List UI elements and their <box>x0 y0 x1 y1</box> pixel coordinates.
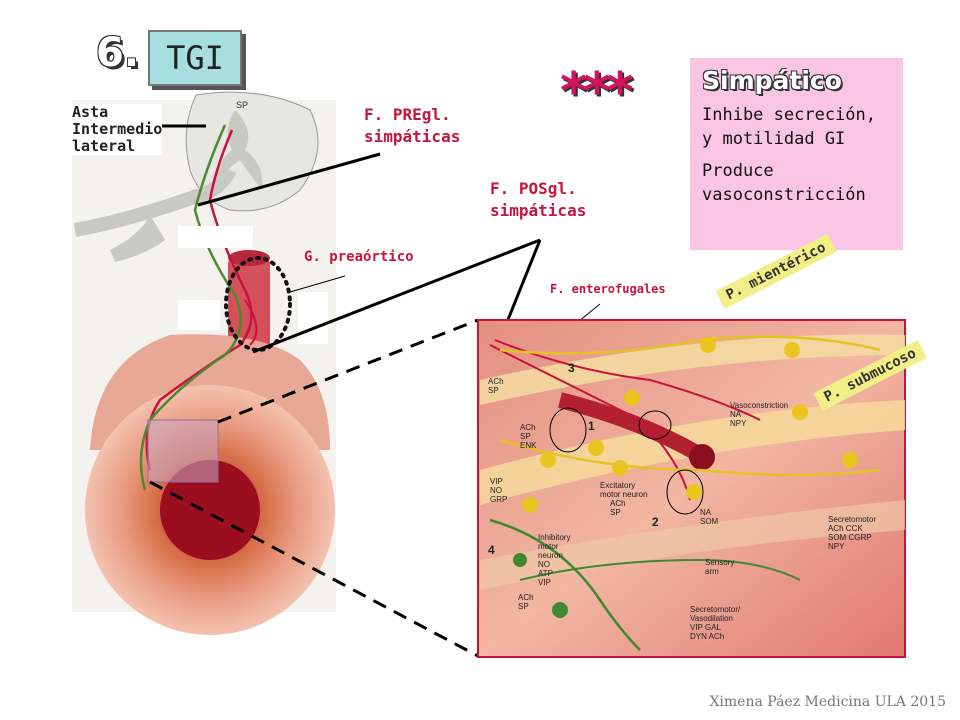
preganglionic-fiber <box>145 129 253 471</box>
sec-2: ACh CCK <box>828 524 863 533</box>
sec-1: Secretomotor <box>828 515 876 524</box>
pregl-line-1: F. PREgl. <box>364 105 451 124</box>
info-title: Simpático <box>702 66 842 95</box>
asta-line-3: lateral <box>72 137 136 155</box>
postganglionic-label: F. POSgl. simpáticas <box>490 178 586 222</box>
posgl-line-2: simpáticas <box>490 201 587 220</box>
asta-label: Asta Intermedio lateral <box>72 103 163 155</box>
zoom-region <box>147 419 219 483</box>
num-3: 3 <box>568 361 575 375</box>
vaso-1: Vasoconstriction <box>730 401 788 410</box>
sp-label: SP <box>236 100 248 110</box>
emphasis-stars: *** <box>560 62 634 122</box>
svd-1: Secretomotor/ <box>690 605 741 614</box>
chain-ganglion <box>110 215 165 262</box>
nasom-1: NA <box>700 508 712 517</box>
exc-1: Excitatory <box>600 481 635 490</box>
slide-number: 6. <box>96 30 140 76</box>
exc-3: ACh <box>610 499 626 508</box>
exc-4: SP <box>610 508 621 517</box>
zoom-line-bottom <box>149 480 479 658</box>
info-effect-2: Produce vasoconstricción <box>702 161 866 205</box>
num-2: 2 <box>652 515 659 529</box>
topic-tag: TGI <box>148 30 242 86</box>
inh-2: motor <box>538 542 559 551</box>
vip-2: NO <box>490 486 502 495</box>
pregl-line-2: simpáticas <box>364 127 461 146</box>
num-1: 1 <box>588 419 595 433</box>
spinal-nerve <box>73 166 237 237</box>
ach-sp-bot-1: ACh <box>518 593 534 602</box>
posgl-pointer-left <box>252 238 541 354</box>
svd-2: Vasodilation <box>690 614 733 623</box>
sec-4: NPY <box>828 542 845 551</box>
posgl-line-1: F. POSgl. <box>490 179 577 198</box>
inh-3: neuron <box>538 551 563 560</box>
author-credit: Ximena Páez Medicina ULA 2015 <box>709 694 946 710</box>
svd-3: VIP GAL <box>690 623 722 632</box>
nasom-2: SOM <box>700 517 719 526</box>
pregl-pointer <box>197 152 381 207</box>
info-effect-1: Inhibe secreción, y motilidad GI <box>702 105 876 149</box>
svd-4: DYN ACh <box>690 632 724 641</box>
sec-3: SOM CGRP <box>828 533 872 542</box>
ganglion-highlight <box>224 256 292 352</box>
vaso-3: NPY <box>730 419 747 428</box>
ach-sp-top-2: SP <box>488 386 499 395</box>
asta-line-1: Asta <box>72 103 109 121</box>
exc-2: motor neuron <box>600 490 648 499</box>
vip-3: GRP <box>490 495 507 504</box>
inh-4: NO <box>538 560 550 569</box>
inh-1: Inhibitory <box>538 533 570 542</box>
ganglion-pointer <box>289 275 346 293</box>
enk-3: ENK <box>520 441 537 450</box>
ach-sp-bot-2: SP <box>518 602 529 611</box>
vip-1: VIP <box>490 477 503 486</box>
inh-5: ATP <box>538 569 553 578</box>
sens-1: Sensory <box>705 558 734 567</box>
enk-1: ACh <box>520 423 536 432</box>
ach-sp-top-1: ACh <box>488 377 504 386</box>
enk-2: SP <box>520 432 531 441</box>
inh-6: VIP <box>538 578 551 587</box>
gut-lumen <box>160 460 260 560</box>
ganglion-label: G. preaórtico <box>304 249 414 265</box>
enterofugal-label: F. enterofugales <box>550 282 666 296</box>
sympathetic-info-box: Simpático Inhibe secreción, y motilidad … <box>690 58 903 250</box>
preganglionic-label: F. PREgl. simpáticas <box>364 104 460 148</box>
num-4: 4 <box>488 543 495 557</box>
asta-line-2: Intermedio <box>72 120 163 138</box>
vaso-2: NA <box>730 410 742 419</box>
sens-2: arm <box>705 567 719 576</box>
zoom-line-top <box>217 318 479 424</box>
